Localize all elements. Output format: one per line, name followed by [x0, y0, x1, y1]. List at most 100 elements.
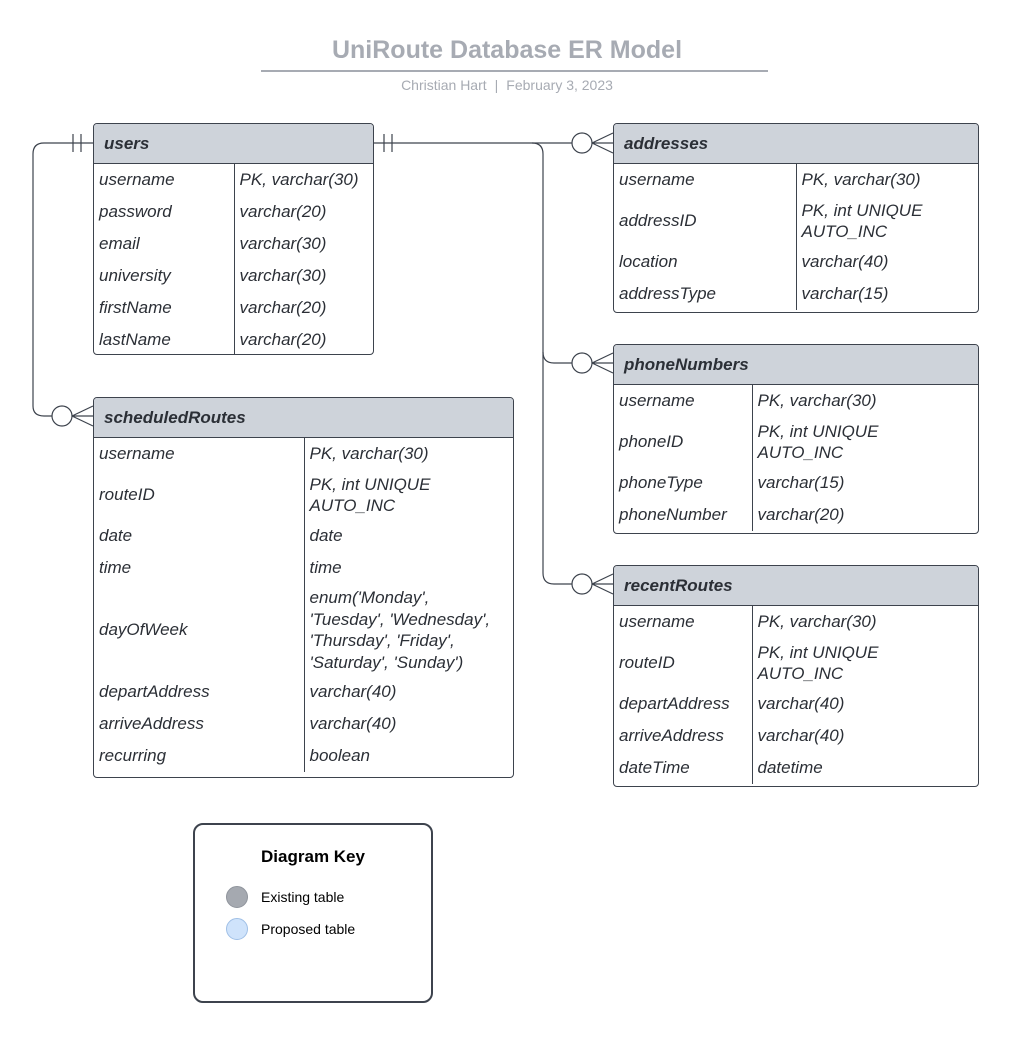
many-mark-addresses — [591, 132, 614, 154]
field-type: datetime — [751, 752, 978, 784]
field-name: departAddress — [99, 682, 210, 702]
field-name: recurring — [99, 746, 167, 766]
entity-header-users: users — [94, 124, 373, 164]
field-name: arriveAddress — [619, 726, 724, 746]
field-type-line: varchar(30) — [239, 266, 327, 286]
field-name: phoneNumber — [619, 505, 727, 525]
field-row: departAddress varchar(40) — [94, 676, 513, 708]
field-type-line: varchar(40) — [757, 694, 845, 714]
field-type-line: datetime — [757, 758, 823, 778]
field-type-line: AUTO_INC — [757, 664, 844, 683]
many-mark-phoneNumbers — [591, 352, 614, 374]
field-type-line: varchar(15) — [757, 473, 845, 493]
field-type-line: PK, varchar(30) — [757, 612, 877, 632]
field-name: username — [619, 612, 695, 632]
field-type-line: varchar(15) — [801, 284, 889, 304]
entity-header-scheduledRoutes: scheduledRoutes — [94, 398, 513, 438]
field-type: varchar(40) — [303, 708, 513, 740]
diagram-subtitle: Christian Hart|February 3, 2023 — [0, 77, 1014, 93]
field-type-line: PK, int UNIQUE — [757, 642, 879, 662]
field-name: departAddress — [619, 694, 730, 714]
field-type: PK, varchar(30) — [751, 606, 978, 638]
field-row: addressType varchar(15) — [614, 278, 978, 310]
field-type-line: PK, varchar(30) — [757, 391, 877, 411]
field-row: recurring boolean — [94, 740, 513, 772]
zero-mark-phoneNumbers — [571, 352, 593, 374]
field-name: university — [99, 266, 171, 286]
field-type-line: time — [309, 558, 342, 578]
field-row: university varchar(30) — [94, 260, 373, 292]
many-mark-recentRoutes — [591, 573, 614, 595]
field-type: varchar(20) — [233, 196, 373, 228]
field-name: addressID — [619, 211, 697, 231]
field-row: username PK, varchar(30) — [614, 385, 978, 417]
field-type-line: PK, varchar(30) — [239, 170, 359, 190]
subtitle-separator: | — [494, 77, 499, 93]
field-name: dayOfWeek — [99, 620, 188, 640]
field-type-line: 'Tuesday', 'Wednesday', — [309, 609, 491, 629]
diagram-key: Diagram Key Existing table Proposed tabl… — [193, 823, 433, 1003]
field-type-line: AUTO_INC — [801, 222, 888, 241]
field-name: location — [619, 252, 678, 272]
connector-users-trunk — [531, 142, 572, 585]
legend-item-proposed: Proposed table — [226, 916, 355, 942]
field-name: addressType — [619, 284, 717, 304]
field-name: routeID — [99, 485, 155, 505]
field-type: PK, int UNIQUE AUTO_INC — [751, 638, 978, 688]
field-type: varchar(30) — [233, 260, 373, 292]
field-type-line: PK, int UNIQUE — [757, 421, 879, 441]
zero-mark-scheduledRoutes — [51, 405, 73, 427]
field-type: varchar(20) — [233, 292, 373, 324]
author-name: Christian Hart — [401, 77, 487, 93]
field-type-line: boolean — [309, 746, 371, 766]
field-type-line: varchar(40) — [309, 714, 397, 734]
legend-swatch-proposed — [226, 918, 248, 940]
field-type: varchar(15) — [795, 278, 978, 310]
legend-label-proposed: Proposed table — [261, 921, 356, 937]
field-type: varchar(30) — [233, 228, 373, 260]
field-type-line: varchar(20) — [239, 298, 327, 318]
field-type-line: varchar(20) — [239, 330, 327, 350]
field-row: departAddress varchar(40) — [614, 688, 978, 720]
field-name: dateTime — [619, 758, 690, 778]
field-type: varchar(20) — [233, 324, 373, 354]
title-underline — [261, 70, 768, 72]
legend-item-existing: Existing table — [226, 884, 344, 910]
field-type-line: varchar(30) — [239, 234, 327, 254]
field-type: varchar(40) — [303, 676, 513, 708]
field-type-line: varchar(40) — [309, 682, 397, 702]
field-type: date — [303, 520, 513, 552]
field-name: username — [619, 391, 695, 411]
many-mark-scheduledRoutes — [71, 405, 94, 427]
legend-swatch-existing — [226, 886, 248, 908]
field-row: dayOfWeek enum('Monday', 'Tuesday', 'Wedne… — [94, 584, 513, 676]
field-row: lastName varchar(20) — [94, 324, 373, 354]
zero-mark-recentRoutes — [571, 573, 593, 595]
field-row: username PK, varchar(30) — [614, 606, 978, 638]
field-name: lastName — [99, 330, 171, 350]
field-type-line: enum('Monday', — [309, 588, 430, 607]
field-type: PK, int UNIQUE AUTO_INC — [795, 196, 978, 246]
field-type: varchar(40) — [751, 688, 978, 720]
field-type: time — [303, 552, 513, 584]
field-type-line: PK, int UNIQUE — [801, 200, 923, 220]
